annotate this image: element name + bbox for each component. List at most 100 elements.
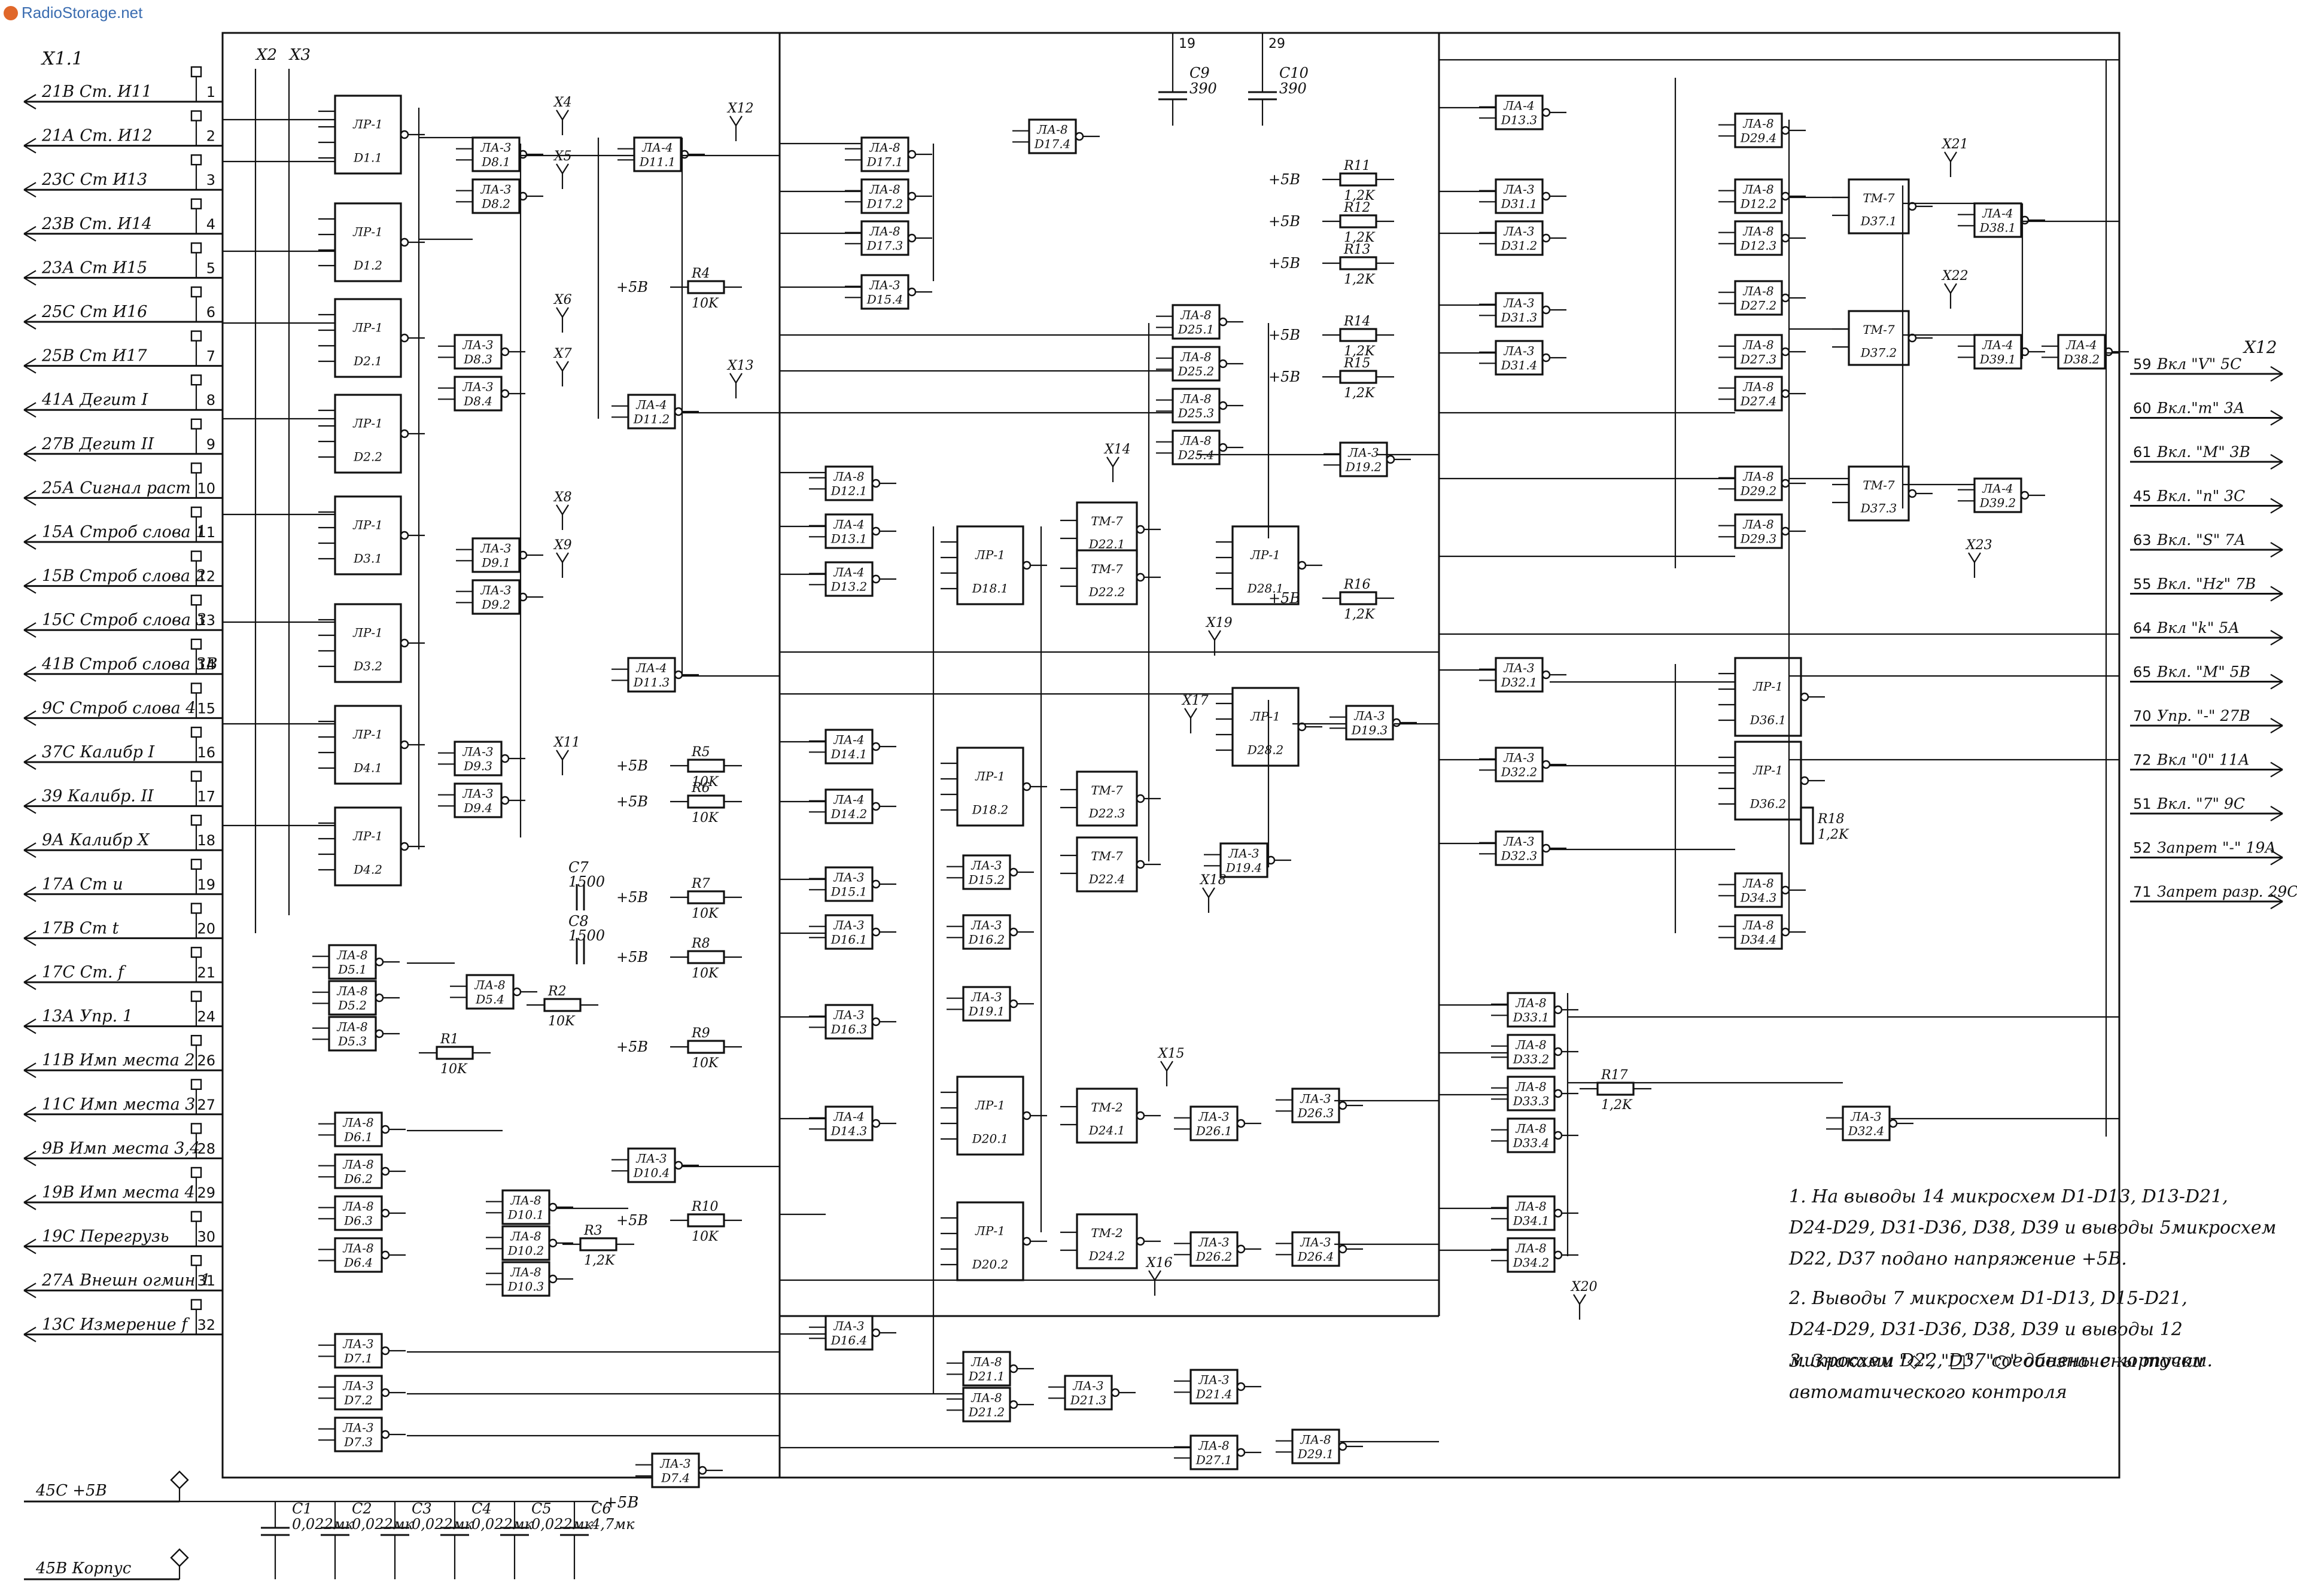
square-test-point-icon[interactable] bbox=[190, 683, 202, 694]
test-point[interactable]: X15 bbox=[1157, 1046, 1185, 1086]
inverter-bubble-icon bbox=[871, 802, 881, 811]
square-test-point-icon[interactable] bbox=[190, 991, 202, 1002]
input-pin-number: 19 bbox=[197, 876, 215, 893]
diamond-test-point-icon[interactable] bbox=[170, 1470, 189, 1490]
input-signal-label: 41А Дегит I bbox=[41, 391, 149, 409]
inverter-bubble-icon bbox=[907, 233, 917, 243]
capacitor-value: 0,022мк bbox=[531, 1516, 594, 1533]
inverter-bubble-icon bbox=[1136, 1236, 1145, 1246]
test-point[interactable]: X5 bbox=[553, 149, 572, 189]
diamond-test-point-icon[interactable] bbox=[170, 1548, 189, 1567]
test-point[interactable]: X19 bbox=[1205, 616, 1233, 656]
square-test-point-icon[interactable] bbox=[190, 814, 202, 826]
input-signal-label: 13А Упр. 1 bbox=[42, 1007, 133, 1026]
square-test-point-icon[interactable] bbox=[190, 1211, 202, 1222]
square-test-point-icon[interactable] bbox=[190, 1034, 202, 1046]
input-signal-label: 11С Имп места 3 bbox=[42, 1095, 195, 1114]
gate-type: ЛА-4 bbox=[635, 398, 667, 412]
test-point-label: X20 bbox=[1570, 1280, 1598, 1295]
square-test-point-icon[interactable] bbox=[190, 286, 202, 298]
square-test-point-icon[interactable] bbox=[190, 242, 202, 254]
square-test-point-icon[interactable] bbox=[190, 462, 202, 474]
test-point[interactable]: X23 bbox=[1965, 538, 1992, 578]
gate-type: ЛА-3 bbox=[1503, 296, 1534, 310]
test-point[interactable]: X9 bbox=[553, 538, 572, 578]
test-point[interactable]: X4 bbox=[553, 95, 572, 135]
test-point[interactable]: X16 bbox=[1145, 1256, 1173, 1296]
supply-label: +5В bbox=[1268, 368, 1300, 385]
square-test-point-icon[interactable] bbox=[190, 550, 202, 562]
gate-type: ЛА-8 bbox=[336, 1020, 367, 1034]
square-test-point-icon[interactable] bbox=[190, 66, 202, 78]
gate-body bbox=[956, 747, 1024, 827]
inverter-bubble-icon bbox=[1541, 191, 1551, 201]
test-point[interactable]: X13 bbox=[726, 358, 754, 398]
square-test-point-icon[interactable] bbox=[190, 154, 202, 166]
square-test-point-icon[interactable] bbox=[190, 946, 202, 958]
gate-body bbox=[501, 1189, 550, 1225]
connector-arrow-icon bbox=[23, 886, 36, 902]
square-test-point-icon[interactable] bbox=[190, 330, 202, 342]
square-test-point-icon[interactable] bbox=[190, 110, 202, 121]
main-frame bbox=[221, 32, 2120, 1479]
square-test-point-icon[interactable] bbox=[190, 374, 202, 386]
test-point[interactable]: X11 bbox=[553, 735, 580, 775]
square-test-point-icon[interactable] bbox=[190, 198, 202, 209]
test-point[interactable]: X18 bbox=[1199, 873, 1227, 913]
square-test-point-icon[interactable] bbox=[190, 770, 202, 782]
test-point[interactable]: X21 bbox=[1941, 137, 1969, 177]
gate-id: D10.2 bbox=[507, 1244, 544, 1258]
gate-type: ТМ-7 bbox=[1091, 562, 1123, 576]
output-signal-label: Запрет "-" 19А bbox=[2157, 839, 2276, 857]
capacitor-name: C3 bbox=[412, 1500, 432, 1517]
resistor-body-icon bbox=[436, 1046, 474, 1060]
test-point[interactable]: X20 bbox=[1570, 1280, 1598, 1320]
input-pin-number: 12 bbox=[197, 568, 215, 585]
gate-id: D27.1 bbox=[1195, 1453, 1233, 1467]
square-test-point-icon[interactable] bbox=[190, 638, 202, 650]
test-point[interactable]: X12 bbox=[726, 101, 754, 141]
inverter-bubble-icon bbox=[500, 347, 510, 357]
note-line: D24-D29, D31-D36, D38, D39 и выводы 5мик… bbox=[1788, 1217, 2276, 1238]
square-test-point-icon[interactable] bbox=[190, 858, 202, 870]
test-point-fork-icon bbox=[1968, 552, 1981, 564]
square-test-point-icon[interactable] bbox=[190, 595, 202, 606]
output-pin-number: 63 bbox=[2133, 532, 2152, 549]
resistor-name: R13 bbox=[1343, 242, 1371, 257]
test-point[interactable]: X7 bbox=[553, 346, 572, 386]
square-test-point-icon[interactable] bbox=[190, 903, 202, 914]
gate-type: ЛР-1 bbox=[1753, 680, 1783, 694]
square-test-point-icon[interactable] bbox=[190, 506, 202, 518]
square-test-point-icon[interactable] bbox=[190, 1079, 202, 1091]
gate-id: D13.3 bbox=[1501, 113, 1538, 127]
square-test-point-icon[interactable] bbox=[190, 418, 202, 430]
square-test-point-icon[interactable] bbox=[190, 726, 202, 738]
test-point[interactable]: X22 bbox=[1941, 269, 1969, 309]
test-point[interactable]: X6 bbox=[553, 293, 572, 333]
gate-body bbox=[860, 136, 909, 172]
connector-arrow-icon bbox=[23, 930, 36, 946]
gate-type: ЛА-8 bbox=[1180, 392, 1211, 406]
square-test-point-icon[interactable] bbox=[190, 1166, 202, 1178]
square-test-point-icon[interactable] bbox=[190, 1254, 202, 1266]
test-point[interactable]: X8 bbox=[553, 490, 572, 530]
square-test-point-icon[interactable] bbox=[190, 1123, 202, 1134]
gate-type: ЛР-1 bbox=[975, 769, 1005, 784]
square-test-point-icon[interactable] bbox=[190, 1299, 202, 1311]
test-point[interactable]: X17 bbox=[1181, 693, 1209, 733]
test-point[interactable]: X14 bbox=[1103, 442, 1131, 482]
logic-gate: ЛА-3D9.1 bbox=[456, 537, 543, 573]
